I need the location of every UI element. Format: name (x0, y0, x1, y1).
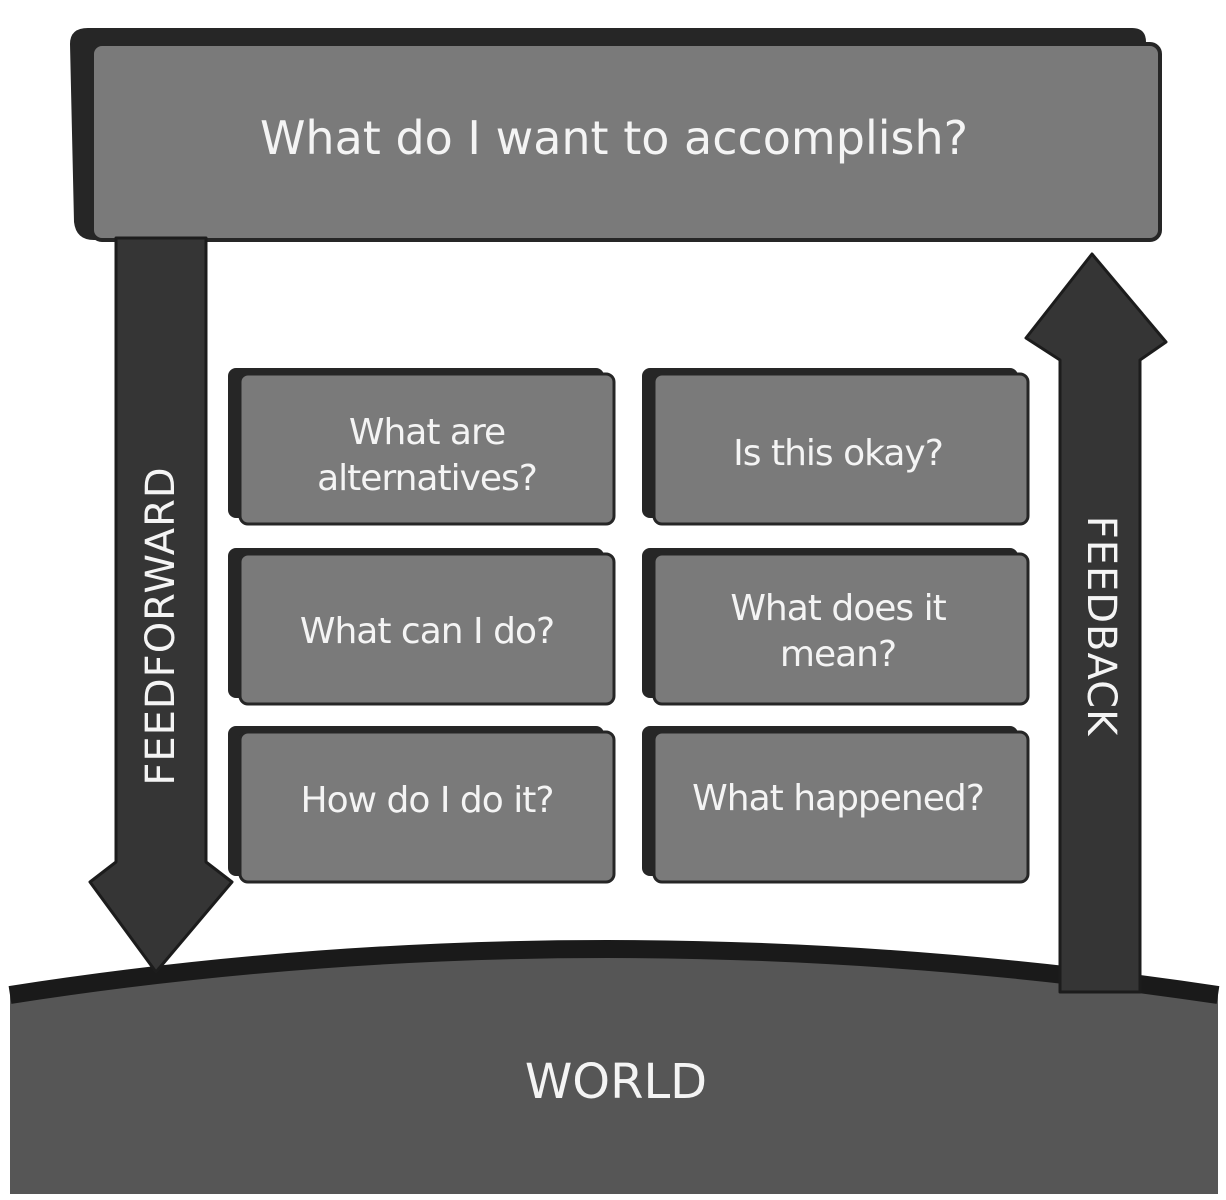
feedback-label: FEEDBACK (1078, 516, 1124, 737)
world-horizon-line (8, 940, 1220, 1004)
question-box-alternatives: What are alternatives? (228, 368, 616, 526)
goal-bar: What do I want to accomplish? (70, 28, 1162, 242)
question-what-does-it-mean-line1: What does it (730, 588, 946, 629)
goal-text: What do I want to accomplish? (260, 111, 968, 165)
question-what-can-i-do: What can I do? (300, 611, 554, 652)
feedback-arrow: FEEDBACK (1024, 252, 1168, 994)
feedback-arrow-shape (1024, 252, 1168, 994)
question-is-this-okay: Is this okay? (733, 433, 943, 474)
question-alternatives-line2: alternatives? (317, 458, 537, 499)
question-how-do-i-do-it: How do I do it? (301, 780, 554, 821)
world-ground: WORLD (8, 940, 1220, 1194)
question-what-happened: What happened? (692, 778, 984, 819)
question-box-what-does-it-mean: What does it mean? (642, 548, 1030, 706)
world-shape (10, 946, 1218, 1194)
feedforward-arrow-shape (88, 236, 234, 974)
feedforward-label: FEEDFORWARD (138, 466, 184, 785)
world-label: WORLD (525, 1054, 707, 1110)
question-alternatives-line1: What are (349, 412, 505, 453)
goal-bar-face (90, 42, 1162, 242)
question-box-what-can-i-do: What can I do? (228, 548, 616, 706)
question-box-how-do-i-do-it: How do I do it? (228, 726, 616, 884)
question-box-is-this-okay: Is this okay? (642, 368, 1030, 526)
question-box-what-happened: What happened? (642, 726, 1030, 884)
question-what-does-it-mean-line2: mean? (780, 634, 896, 675)
feedforward-arrow: FEEDFORWARD (88, 236, 234, 974)
